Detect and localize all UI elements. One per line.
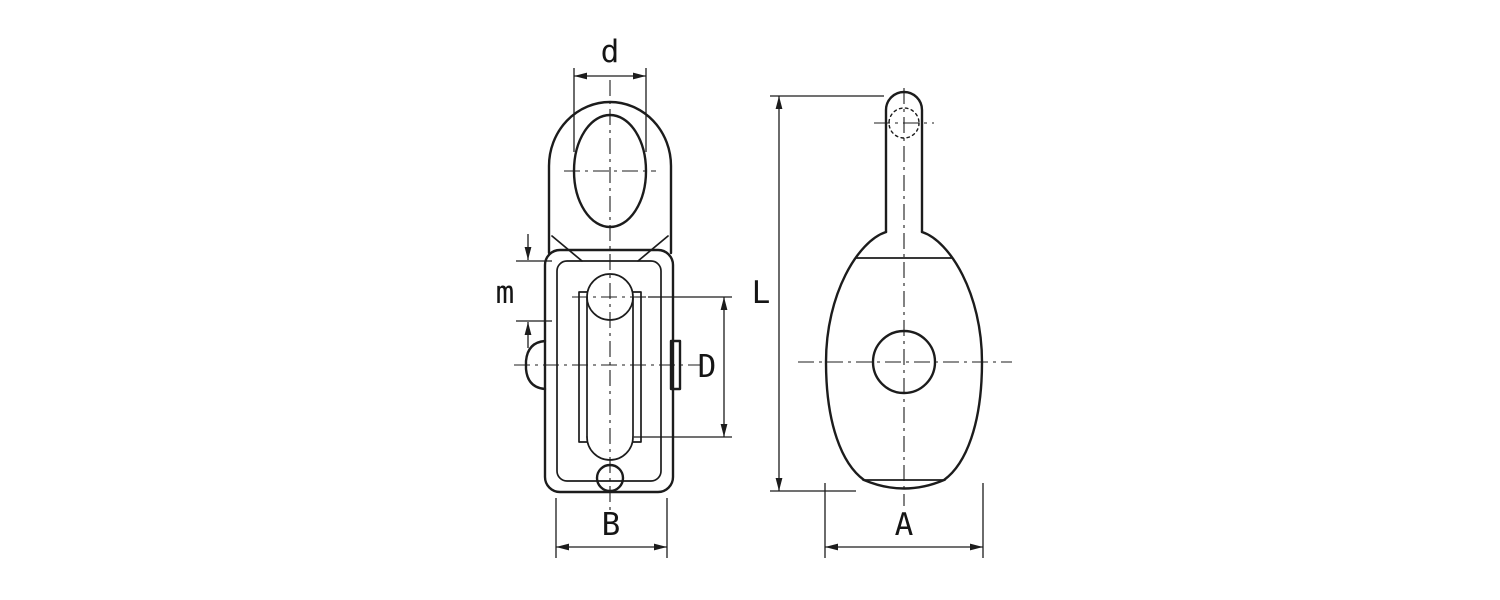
dimension-B: B — [555, 498, 668, 558]
dimension-d-extension-lines — [573, 68, 647, 152]
dim-label-A: A — [895, 507, 914, 543]
plate-transition-lines — [551, 235, 669, 262]
front-view: d m D B — [496, 34, 732, 558]
dim-label-L: L — [752, 275, 771, 311]
body-outer-plate — [543, 248, 675, 494]
dimension-A: A — [824, 483, 984, 558]
sheave-groove-lines — [578, 291, 642, 443]
body-inner-plate — [556, 260, 662, 482]
dimension-L: L — [752, 95, 884, 492]
dim-label-m: m — [496, 275, 515, 311]
dimension-D: D — [634, 296, 732, 438]
dim-label-D: D — [698, 349, 717, 385]
dimension-m-extension-lines — [516, 260, 552, 322]
dimension-D-extension-lines — [634, 296, 732, 438]
dimension-d: d — [573, 34, 647, 152]
dimension-m: m — [496, 234, 552, 348]
dimension-L-extension-lines — [770, 95, 884, 492]
side-view: L A — [752, 88, 1012, 558]
dim-label-B: B — [602, 507, 621, 543]
dim-label-d: d — [601, 34, 620, 70]
